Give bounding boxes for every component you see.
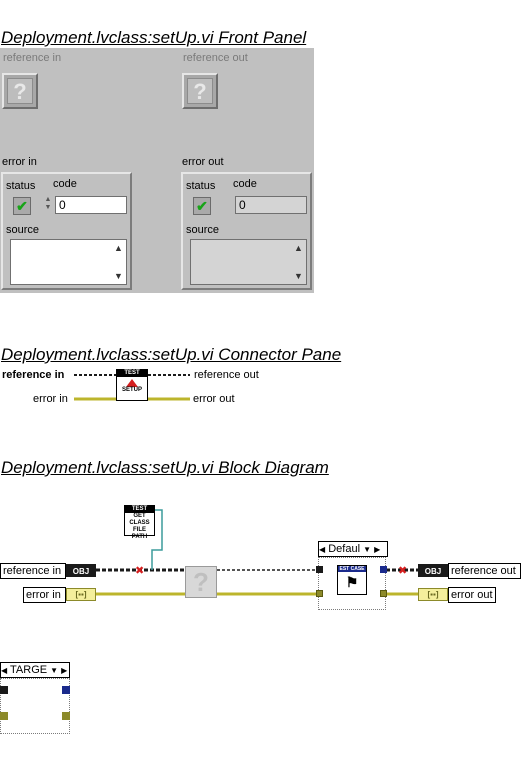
reference-out-label: reference out [183,52,248,64]
check-icon: ✔ [16,198,28,214]
scroll-up-icon[interactable]: ▲ [114,243,123,253]
path-wire [151,509,163,570]
icon-top-text: TEST [117,370,147,377]
reference-out-terminal[interactable]: reference out [448,563,521,579]
error-in-terminal[interactable]: error in [23,587,66,603]
dropdown-icon[interactable]: ▼ [50,666,59,675]
cluster-icon: [▪▪] [75,590,87,599]
question-icon: ? [187,78,213,104]
connector-reference-out-label: reference out [194,369,259,381]
connector-pane-title: Deployment.lvclass:setUp.vi Connector Pa… [1,345,342,364]
code-label: code [233,178,257,190]
error-in-label: error in [2,156,37,168]
node-line: CLASS [129,520,150,526]
front-panel-title: Deployment.lvclass:setUp.vi Front Panel [1,28,307,47]
cluster-icon: [▪▪] [427,590,439,599]
source-textarea[interactable]: ▲ ▼ [10,239,127,285]
scroll-down-icon[interactable]: ▼ [294,271,303,281]
test-case-node[interactable]: EST CASE ⚑ [337,565,367,595]
class-tunnel [316,566,323,573]
reference-out-indicator: ? [182,73,218,109]
source-scrollbar[interactable]: ▲ ▼ [111,241,125,283]
error-tunnel [316,590,323,597]
error-in-cluster: status code ✔ ▲▼ 0 source ▲ ▼ [1,172,132,290]
next-case-icon[interactable]: ▶ [61,666,68,675]
error-tunnel [0,712,8,720]
status-indicator: ✔ [193,197,211,215]
target-selector-label: TARGE [10,664,48,676]
error-out-terminal[interactable]: error out [448,587,496,603]
error-cluster-chip: [▪▪] [418,588,448,601]
get-class-file-path-node[interactable]: TEST GET CLASS FILE PATH [124,505,155,540]
node-line: TEST [125,506,154,513]
source-label: source [6,224,40,236]
connector-error-in-label: error in [33,393,68,405]
node-line: PATH [131,534,148,540]
question-icon: ? [7,78,33,104]
reference-in-control[interactable]: ? [2,73,38,109]
source-label: source [186,224,220,236]
triangle-icon [126,379,138,387]
block-diagram-wires: ✖ ✖ ✖ [6,509,418,717]
front-panel: reference in ? reference out ? error in … [0,48,314,293]
error-tunnel [62,712,70,720]
class-tunnel [0,686,8,694]
reference-in-terminal[interactable]: reference in [0,563,66,579]
node-line: GET [133,513,146,519]
code-field[interactable]: 0 [55,196,127,214]
error-tunnel [380,590,387,597]
code-increment-decrement[interactable]: ▲▼ [44,196,52,211]
prev-case-icon[interactable]: ◀ [319,545,326,554]
block-diagram-title: Deployment.lvclass:setUp.vi Block Diagra… [1,458,329,477]
class-tunnel [380,566,387,573]
status-label: status [6,180,36,192]
source-display: ▲ ▼ [190,239,307,285]
case-selector-label: Defaul [328,543,361,555]
icon-bottom-text: SETUP [121,387,142,393]
connector-wires [74,374,190,401]
error-cluster-chip: [▪▪] [66,588,96,601]
class-tunnel [62,686,70,694]
obj-chip: OBJ [66,564,96,577]
broken-wire-icon: ✖ [398,564,407,577]
target-case-selector[interactable]: ◀ TARGE ▼ ▶ [0,662,70,678]
case-selector[interactable]: ◀ Defaul ▼ ▶ [318,541,388,557]
check-icon: ✔ [196,198,208,214]
connector-error-out-label: error out [193,393,235,405]
scroll-up-icon[interactable]: ▲ [294,243,303,253]
code-display: 0 [235,196,307,214]
obj-chip: OBJ [418,564,448,577]
error-out-cluster: status code ✔ 0 source ▲ ▼ [181,172,312,290]
dropdown-icon[interactable]: ▼ [363,545,371,554]
error-out-label: error out [182,156,224,168]
next-case-icon[interactable]: ▶ [374,545,381,554]
status-checkbox[interactable]: ✔ [13,197,31,215]
broken-wire-icon: ✖ [135,564,144,577]
node-label: EST CASE [338,566,366,572]
source-scrollbar[interactable]: ▲ ▼ [291,241,305,283]
code-label: code [53,178,77,190]
unknown-node-question-icon[interactable]: ? [185,566,217,598]
status-label: status [186,180,216,192]
reference-in-label: reference in [3,52,62,64]
target-case-structure [0,678,70,734]
checkered-flag-icon: ⚑ [345,574,359,590]
connector-reference-in-label: reference in [2,369,65,381]
node-line: FILE [133,527,146,533]
scroll-down-icon[interactable]: ▼ [114,271,123,281]
setup-vi-icon[interactable]: TEST SETUP [116,369,148,401]
prev-case-icon[interactable]: ◀ [1,666,8,675]
